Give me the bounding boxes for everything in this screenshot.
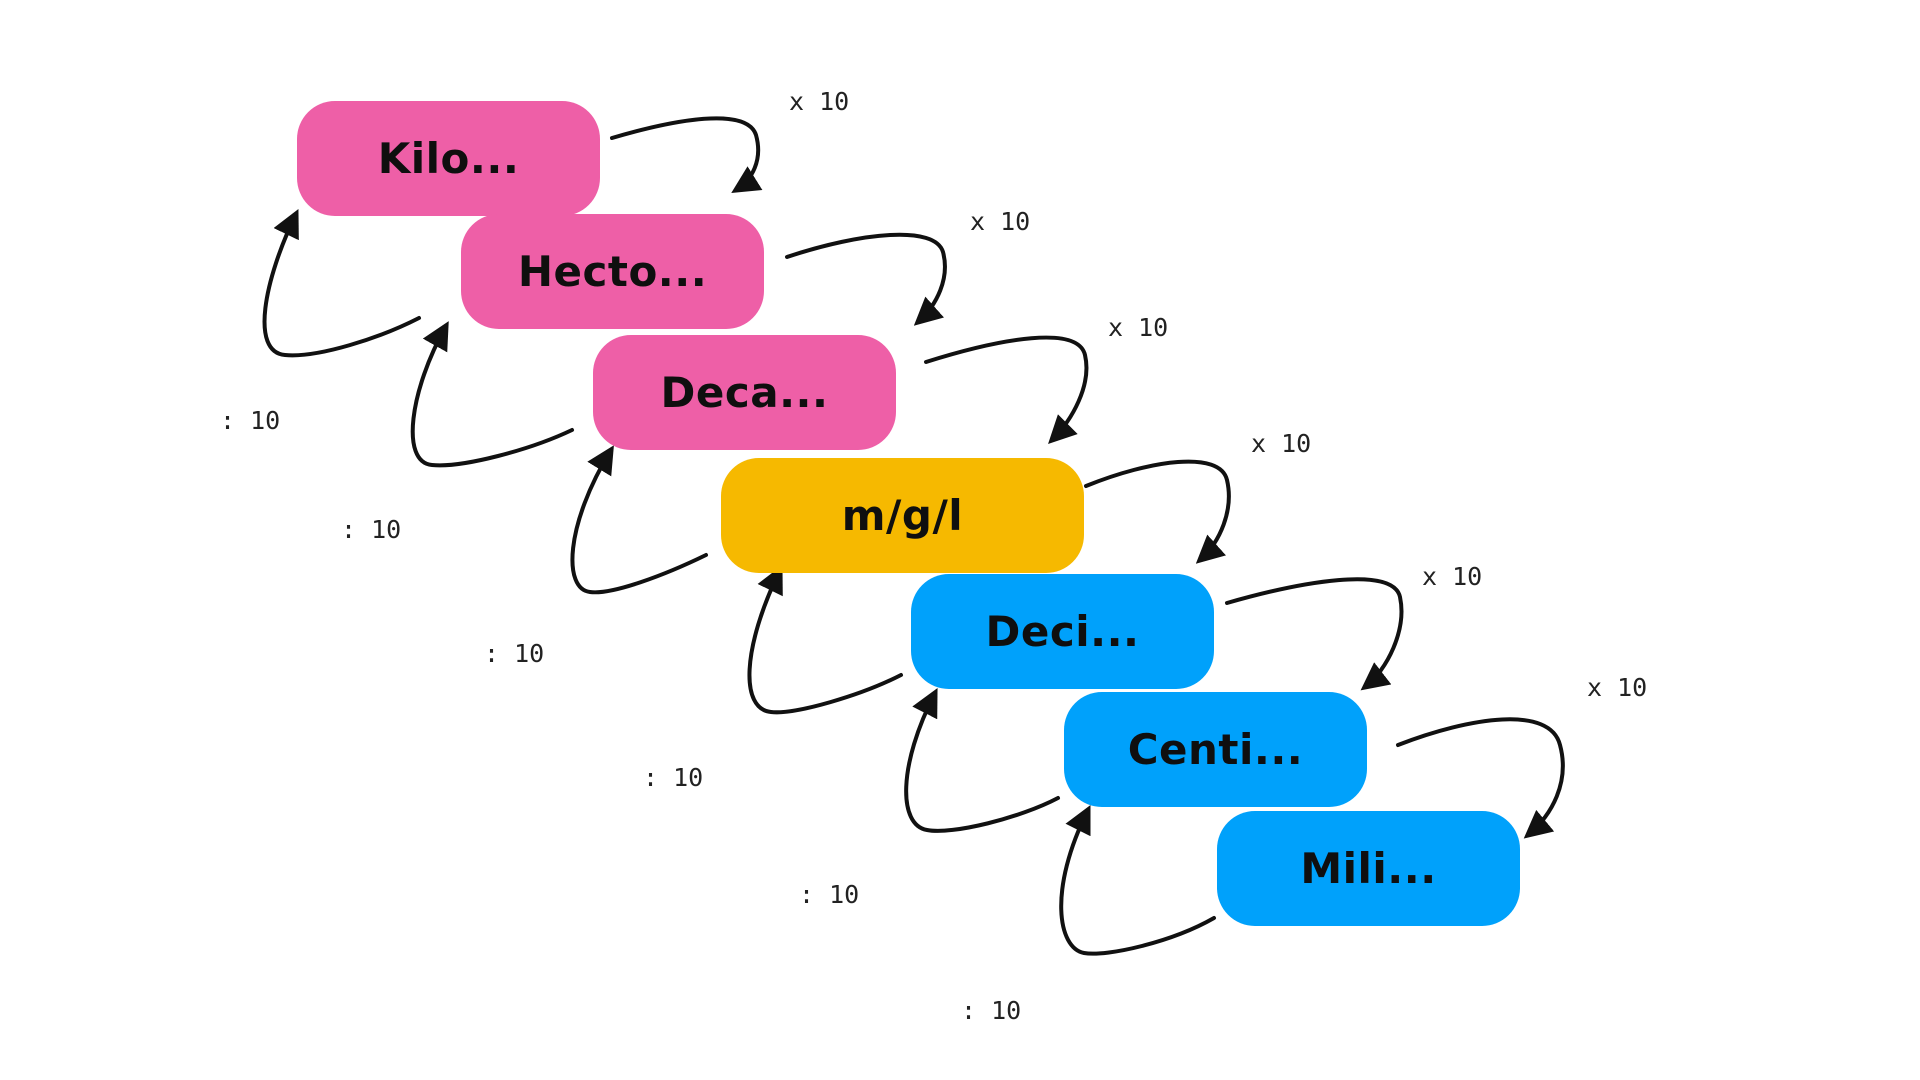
multiply-label: x 10 xyxy=(970,207,1031,236)
multiply-label: x 10 xyxy=(1108,313,1169,342)
divide-label: : 10 xyxy=(341,515,402,544)
multiply-arrow xyxy=(785,232,947,326)
unit-box-kilo: Kilo... xyxy=(297,101,600,216)
multiply-label: x 10 xyxy=(1422,562,1483,591)
unit-box-mili: Mili... xyxy=(1217,811,1520,926)
divide-arrow xyxy=(747,564,903,715)
unit-box-hecto: Hecto... xyxy=(461,214,764,329)
divide-label: : 10 xyxy=(961,996,1022,1025)
divide-label: : 10 xyxy=(799,880,860,909)
unit-box-base: m/g/l xyxy=(721,458,1084,573)
multiply-label: x 10 xyxy=(1587,673,1648,702)
divide-arrow xyxy=(570,445,708,595)
unit-box-deci: Deci... xyxy=(911,574,1214,689)
unit-box-deca: Deca... xyxy=(593,335,896,450)
multiply-arrow xyxy=(924,335,1089,444)
divide-arrow xyxy=(262,208,421,358)
multiply-arrow xyxy=(1225,577,1404,691)
divide-label: : 10 xyxy=(220,406,281,435)
divide-arrow xyxy=(1059,804,1216,956)
divide-arrow xyxy=(904,688,1060,833)
multiply-arrow xyxy=(610,116,763,193)
divide-label: : 10 xyxy=(643,763,704,792)
unit-box-centi: Centi... xyxy=(1064,692,1367,807)
multiply-label: x 10 xyxy=(789,87,850,116)
divide-label: : 10 xyxy=(484,639,545,668)
multiply-arrow xyxy=(1084,459,1231,564)
divide-arrow xyxy=(410,321,574,468)
multiply-label: x 10 xyxy=(1251,429,1312,458)
